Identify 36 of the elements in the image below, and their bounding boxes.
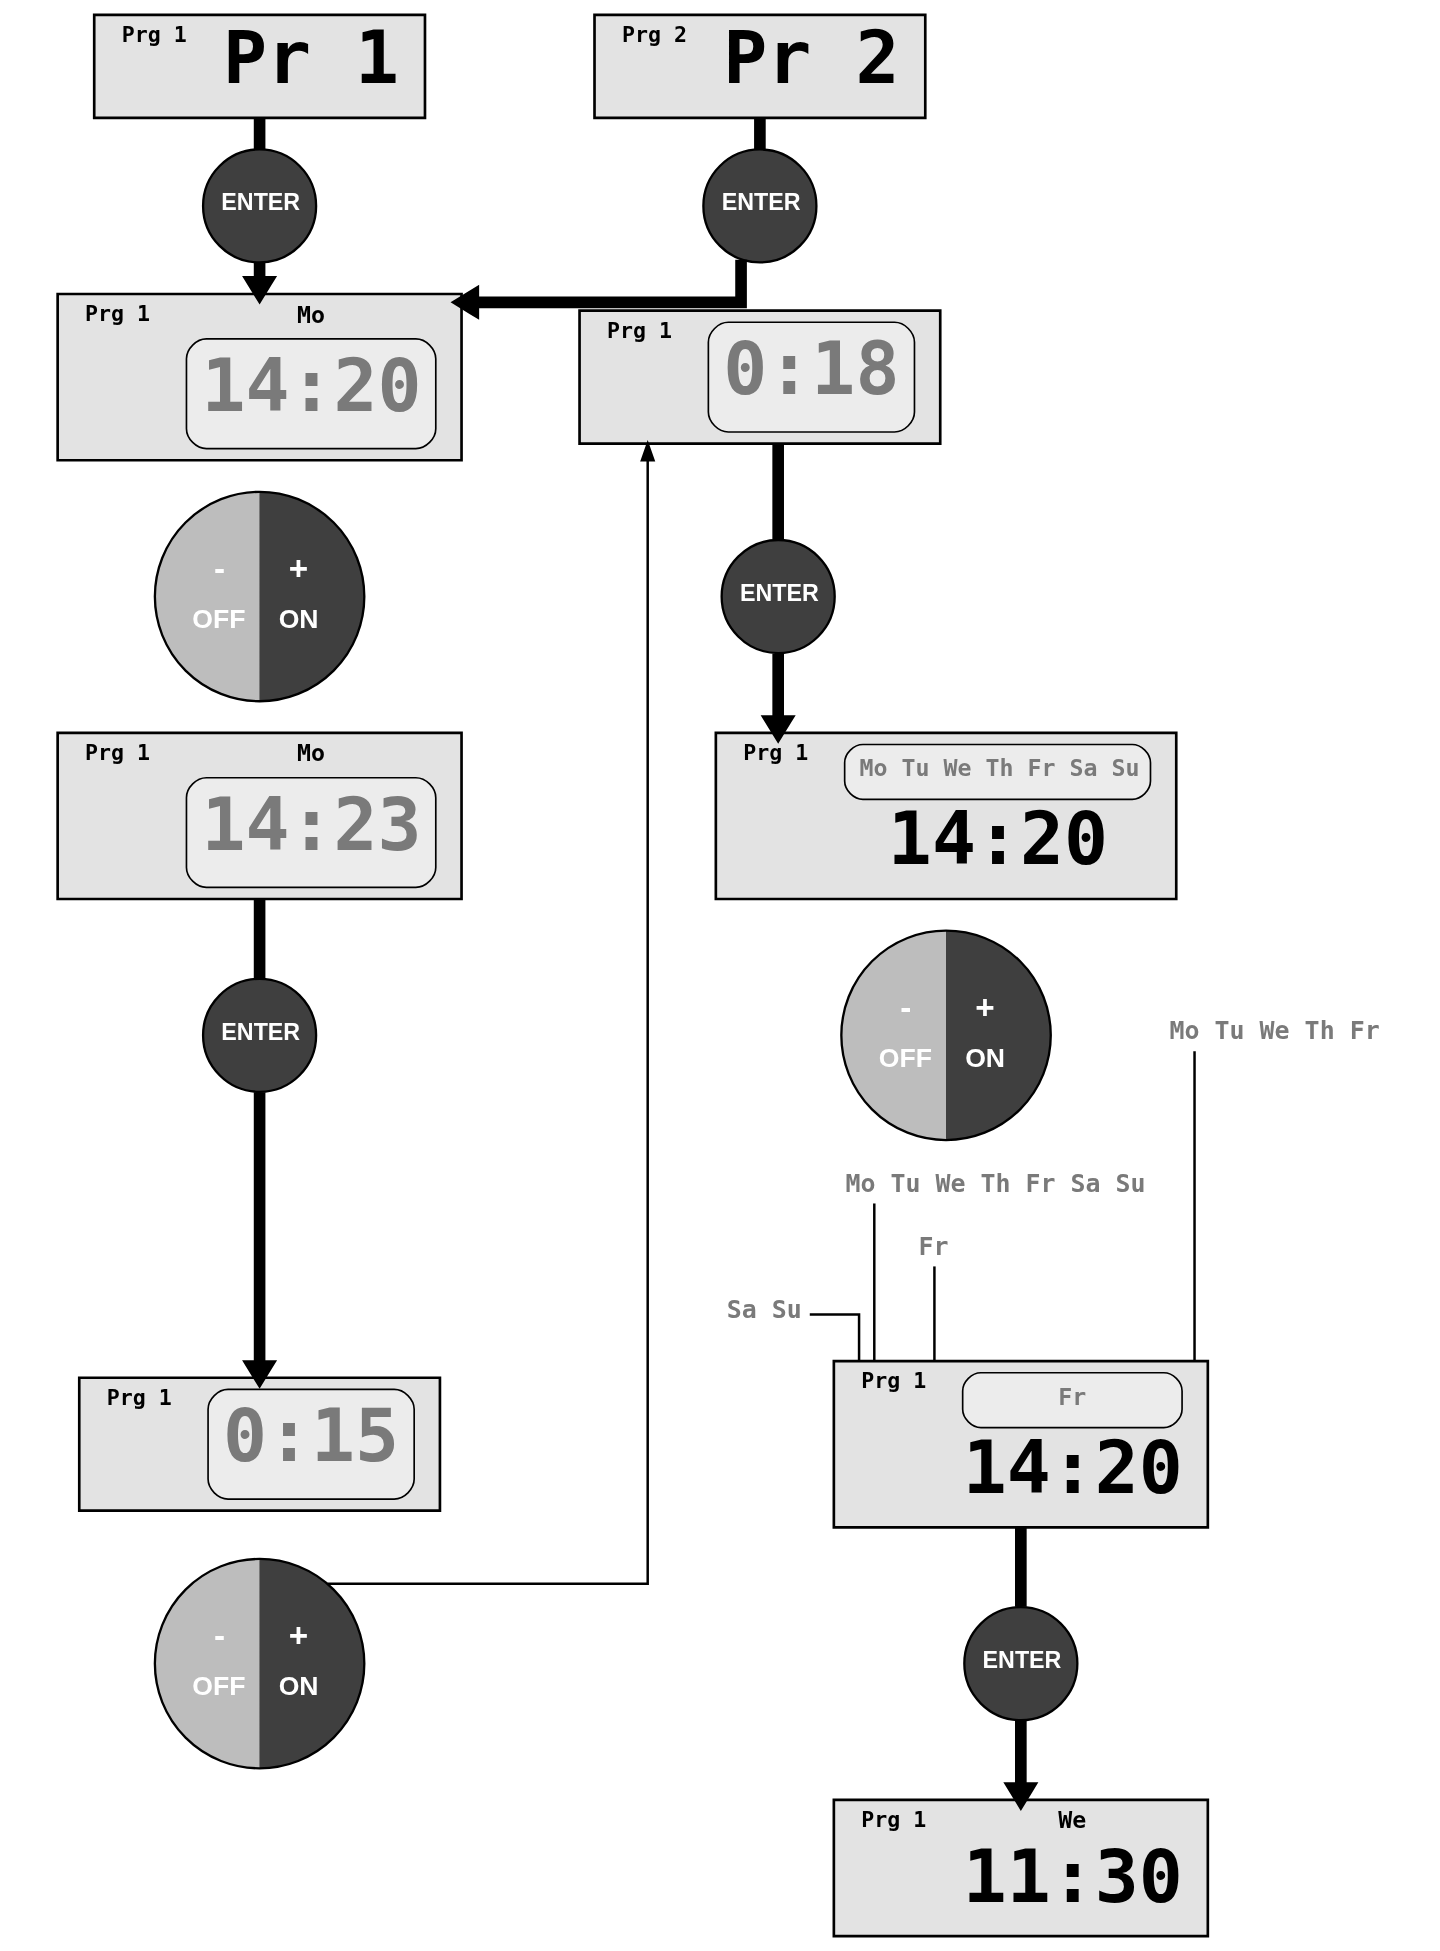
arrow [1003,1720,1039,1811]
node-box: Prg 1 0:18 [578,309,942,445]
node-circle: ENTER [720,538,836,655]
node-box: Prg 1 0:15 [77,1376,442,1513]
node-circle: - + OFF ON [153,490,366,703]
node-box: Prg 1 We 11:30 [832,1798,1210,1938]
node-text: Mo Tu We Th Fr Sa Su [845,1168,1146,1198]
connector [772,444,784,540]
connector [809,1313,861,1361]
node-box: Prg 1 Fr 14:20 [832,1359,1210,1529]
connector [754,118,766,150]
node-box: Prg 1 Mo 14:20 [56,292,463,462]
node-text: Sa Su [726,1294,802,1324]
node-text: Mo Tu We Th Fr [1169,1016,1380,1046]
node-text: Fr [918,1231,949,1261]
node-circle: ENTER [201,148,318,264]
node-box: Prg 1 Mo 14:23 [56,731,463,901]
node-circle: - + OFF ON [840,929,1052,1142]
connector [253,118,266,150]
node-box: Prg 1 Mo Tu We Th Fr Sa Su 14:20 [714,731,1178,901]
arrow [242,262,278,305]
node-circle: ENTER [201,977,318,1093]
node-circle: ENTER [963,1605,1079,1722]
connector [1015,1527,1027,1607]
arrow [450,259,747,320]
arrow [327,439,656,1586]
arrow [760,653,796,744]
node-box: Prg 2 Pr 2 [593,13,927,120]
connector [873,1203,876,1361]
node-circle: ENTER [702,148,818,264]
connector [933,1266,936,1361]
node-box: Prg 1 Pr 1 [92,13,427,120]
arrow [242,1092,278,1389]
node-circle: - + OFF ON [153,1557,366,1770]
connector [253,899,266,979]
connector [1193,1051,1196,1362]
